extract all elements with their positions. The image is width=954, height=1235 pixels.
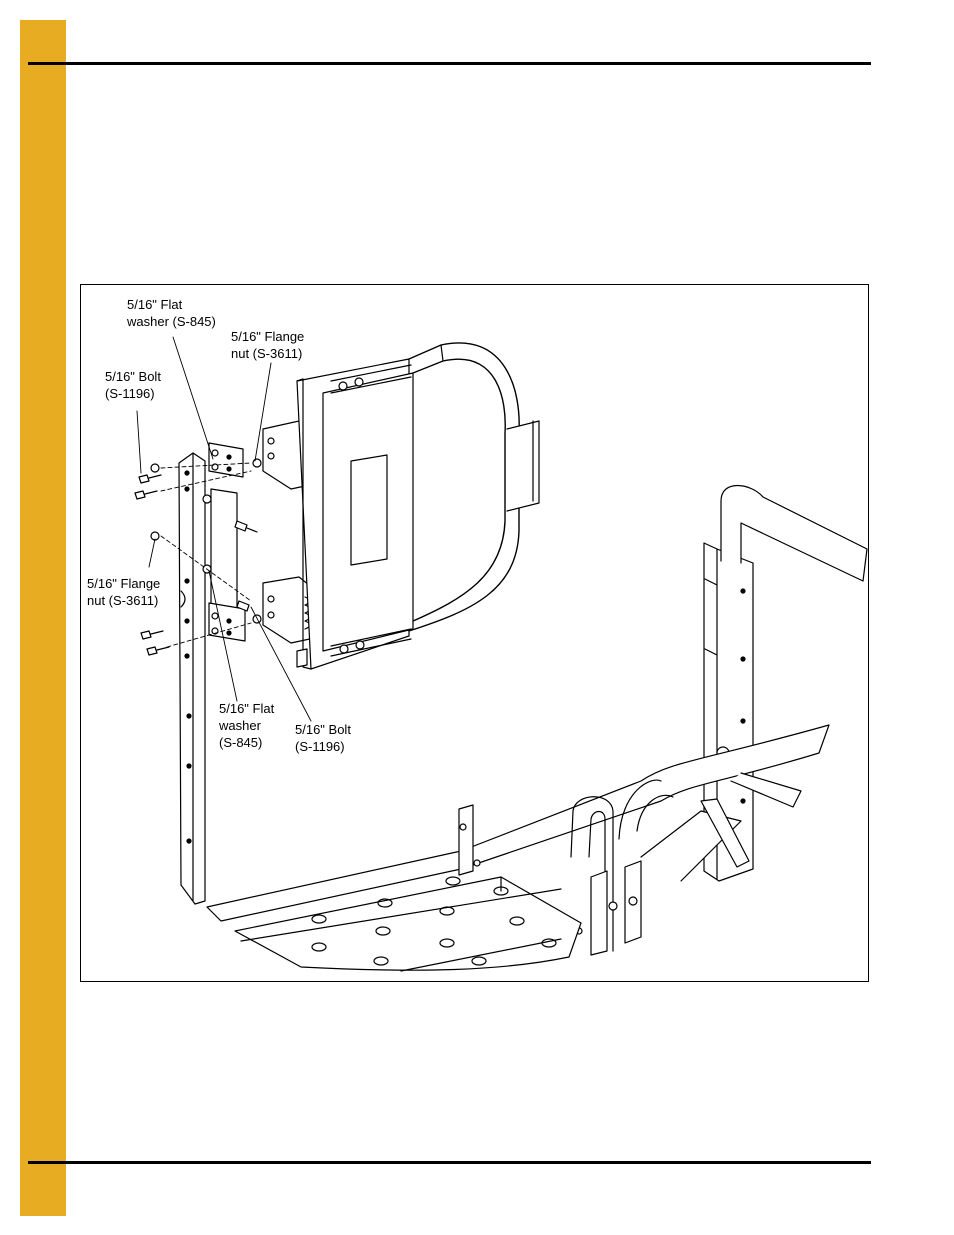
callout-line: washer	[219, 718, 261, 733]
callout-line: 5/16" Flat	[219, 701, 275, 716]
callout-line: (S-845)	[219, 735, 263, 750]
header-rule	[28, 62, 871, 65]
callout-line: 5/16" Flat	[127, 297, 183, 312]
callout-flat-washer-bottom: 5/16" Flat washer (S-845)	[219, 700, 274, 751]
assembly-figure	[80, 284, 869, 982]
footer-rule	[28, 1161, 871, 1164]
callout-line: nut (S-3611)	[231, 346, 303, 361]
side-tab	[20, 20, 66, 1216]
callout-bolt-bottom: 5/16" Bolt (S-1196)	[295, 721, 351, 755]
callout-flange-nut-top: 5/16" Flange nut (S-3611)	[231, 328, 304, 362]
gate-assembly-drawing	[134, 336, 868, 972]
callout-line: 5/16" Flange	[87, 576, 161, 591]
platform-rails	[206, 724, 830, 956]
callout-bolt-top: 5/16" Bolt (S-1196)	[105, 368, 161, 402]
right-upright	[703, 485, 868, 882]
callout-flange-nut-mid: 5/16" Flange nut (S-3611)	[87, 575, 160, 609]
self-closing-gate	[296, 342, 540, 670]
left-upright	[178, 452, 206, 905]
callout-line: (S-1196)	[295, 739, 345, 754]
callout-line: 5/16" Bolt	[295, 722, 351, 737]
platform-deck	[234, 876, 582, 972]
callout-line: 5/16" Bolt	[105, 369, 161, 384]
mounting-plates	[202, 442, 246, 642]
callout-line: 5/16" Flange	[231, 329, 305, 344]
callout-flat-washer-top: 5/16" Flat washer (S-845)	[127, 296, 216, 330]
callout-line: washer (S-845)	[127, 314, 216, 329]
callout-line: (S-1196)	[105, 386, 155, 401]
leader-lines	[136, 336, 312, 722]
callout-line: nut (S-3611)	[87, 593, 159, 608]
